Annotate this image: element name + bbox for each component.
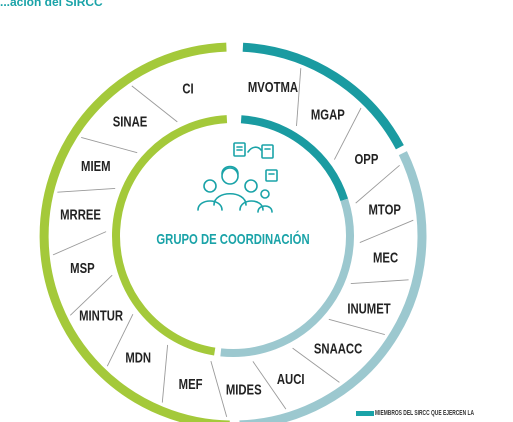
member-label-mtop: MTOP [369, 201, 402, 218]
member-label-mec: MEC [373, 249, 399, 266]
divider-line [350, 279, 409, 285]
member-label-sinae: SINAE [113, 113, 148, 130]
member-labels: MVOTMA MGAP OPP MTOP MEC INUMET SNAACC AUCI MIDE… [60, 79, 401, 398]
member-label-mgap: MGAP [311, 106, 345, 123]
divider-line [52, 231, 107, 256]
member-label-opp: OPP [354, 151, 378, 168]
inner-ring-teal-segment [240, 115, 349, 202]
segment-dividers [52, 68, 414, 418]
divider-line [69, 274, 113, 316]
divider-line [210, 360, 228, 418]
people-group-icon [197, 142, 278, 213]
member-label-mintur: MINTUR [79, 307, 123, 324]
member-label-mree: MRREE [60, 206, 101, 223]
divider-line [252, 361, 287, 410]
member-label-mdn: MDN [125, 349, 151, 366]
member-label-snaacc: SNAACC [314, 340, 363, 357]
page-title: ...ación del SIRCC [0, 0, 103, 9]
divider-line [328, 318, 385, 336]
member-label-inumet: INUMET [347, 300, 390, 317]
inner-ring-green-segment [112, 115, 228, 356]
divider-line [81, 136, 138, 154]
member-label-miem: MIEM [81, 158, 111, 175]
divider-line [57, 187, 116, 193]
divider-line [359, 219, 414, 244]
member-label-mef: MEF [179, 376, 203, 393]
divider-line [106, 314, 134, 367]
divider-line [334, 107, 362, 160]
outer-ring-green-segment [39, 42, 230, 422]
legend: MIEMBROS DEL SIRCC QUE EJERCEN LA [356, 410, 513, 417]
member-label-ci: CI [182, 80, 193, 97]
center-label: GRUPO DE COORDINACIÓN [156, 231, 309, 248]
divider-line [296, 68, 302, 127]
outer-ring-teal-segment [242, 42, 404, 150]
member-label-mvotma: MVOTMA [248, 79, 299, 96]
member-label-mides: MIDES [226, 381, 262, 398]
inner-ring [112, 115, 354, 357]
member-label-msp: MSP [70, 260, 95, 277]
inner-ring-lightblue-segment [220, 198, 354, 357]
legend-swatch [356, 411, 374, 416]
divider-line [161, 344, 169, 403]
divider-line [355, 164, 400, 204]
legend-text: MIEMBROS DEL SIRCC QUE EJERCEN LA [375, 410, 475, 417]
outer-ring [39, 42, 427, 422]
member-label-auci: AUCI [277, 370, 305, 387]
divider-line [292, 347, 340, 383]
divider-line [131, 85, 178, 123]
outer-ring-lightblue-segment [239, 151, 427, 422]
